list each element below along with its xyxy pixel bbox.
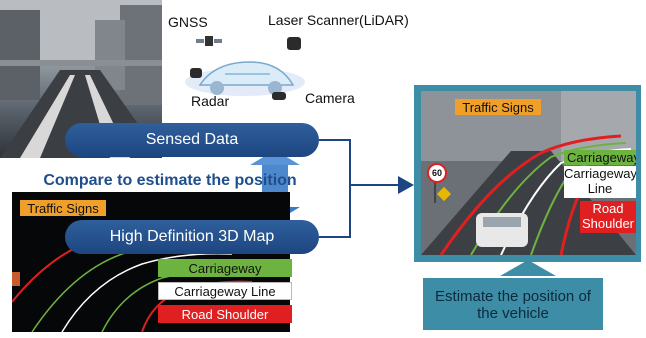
- camera-icon: [272, 92, 286, 100]
- satellite-icon: [196, 36, 222, 46]
- result-legend-road-shoulder: Road Shoulder: [580, 201, 636, 233]
- street-scene-graphic: [0, 0, 162, 158]
- camera-label: Camera: [305, 90, 355, 106]
- hd-map-pill: High Definition 3D Map: [65, 220, 319, 254]
- sensed-data-pill: Sensed Data: [65, 123, 319, 157]
- estimate-up-arrow-icon: [500, 260, 556, 276]
- map-legend-carriageway-line: Carriageway Line: [158, 282, 292, 300]
- car-sensors-graphic: [185, 61, 305, 96]
- up-arrow-icon: [250, 150, 300, 165]
- radar-icon: [190, 68, 202, 78]
- right-arrow-icon: [398, 176, 414, 194]
- result-legend-carriageway-line: Carriageway Line: [564, 166, 636, 198]
- lidar-label: Laser Scanner(LiDAR): [268, 12, 409, 28]
- speed-limit-sign: 60: [427, 163, 447, 183]
- compare-caption: Compare to estimate the position: [43, 172, 297, 189]
- result-legend-carriageway: Carriageway: [564, 150, 636, 165]
- radar-label: Radar: [191, 93, 230, 109]
- map-legend-road-shoulder: Road Shoulder: [158, 305, 292, 323]
- map-traffic-signs-tag: Traffic Signs: [20, 200, 106, 216]
- lidar-icon: [287, 37, 301, 50]
- result-traffic-signs-tag: Traffic Signs: [455, 99, 541, 115]
- estimate-caption: Estimate the position of the vehicle: [423, 278, 603, 330]
- gnss-label: GNSS: [168, 14, 208, 30]
- map-legend-carriageway: Carriageway: [158, 259, 292, 277]
- street-camera-photo: [0, 0, 162, 158]
